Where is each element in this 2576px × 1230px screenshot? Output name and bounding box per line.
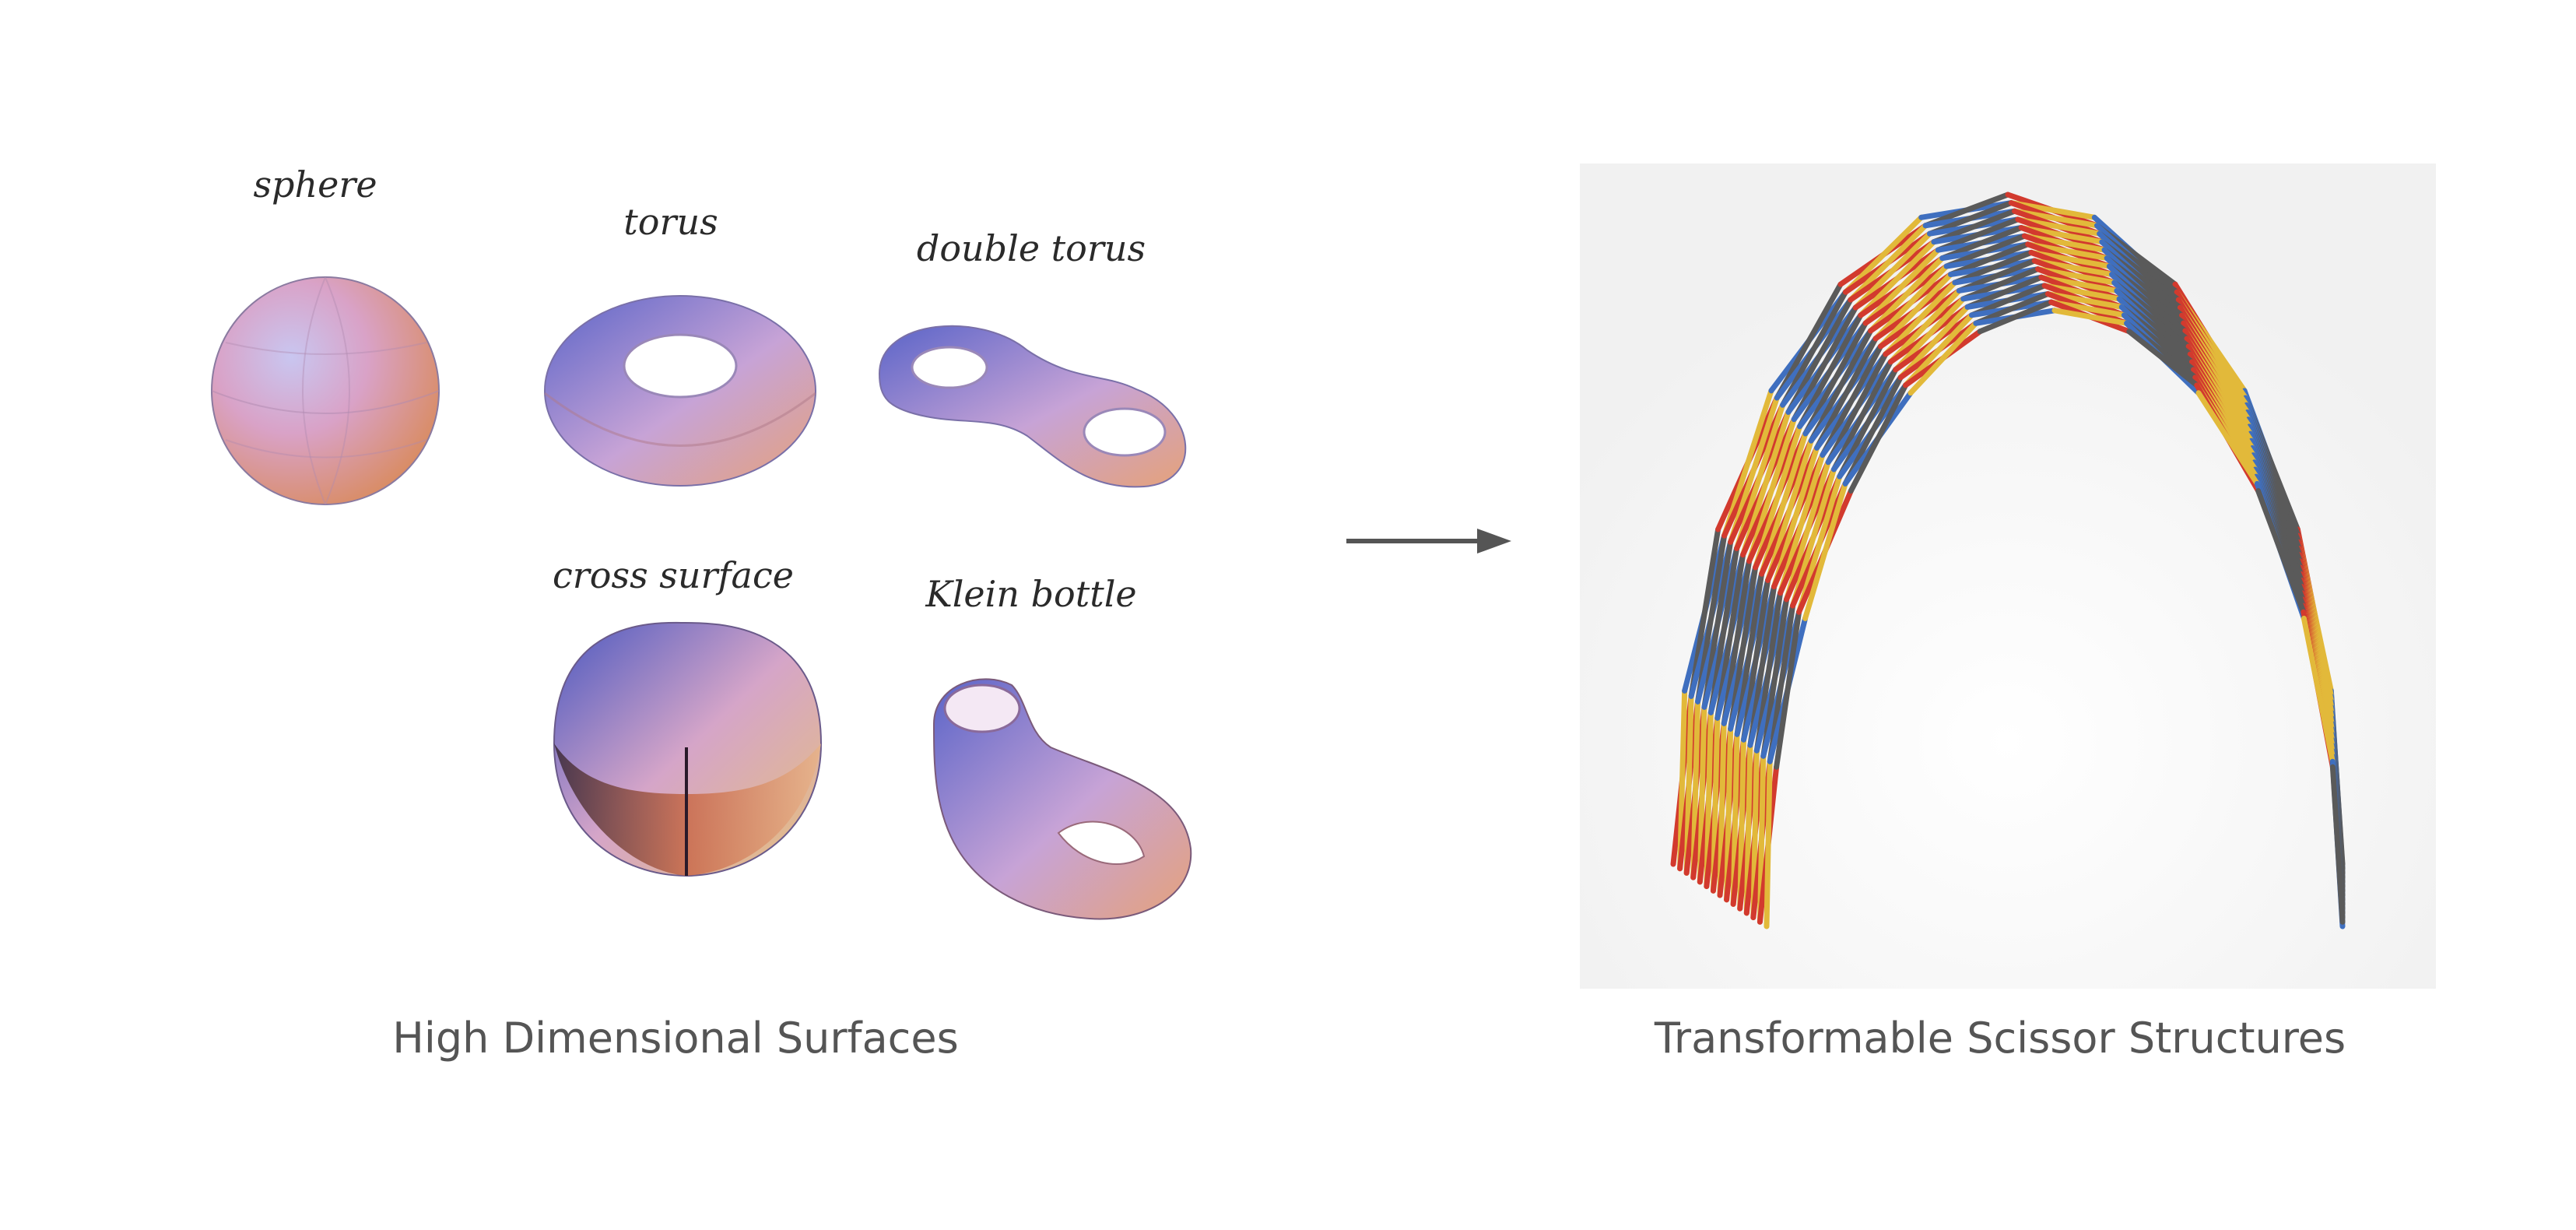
klein-bottle-shape <box>932 678 1192 920</box>
scissor-strut <box>1939 225 2024 262</box>
scissor-strut <box>1872 263 1950 342</box>
scissor-strut <box>1858 239 1937 318</box>
scissor-strut <box>1952 249 2034 286</box>
scissor-strut <box>1897 304 1971 381</box>
label-double-torus: double torus <box>916 227 1146 269</box>
label-cross-surface: cross surface <box>553 554 794 596</box>
scissor-strut <box>1935 216 2021 253</box>
scissor-strut <box>1931 208 2018 245</box>
scissor-strut <box>1956 258 2037 293</box>
scissor-strut <box>1868 255 1946 334</box>
scissor-structure-figure <box>1580 163 2436 989</box>
scissor-strut <box>1926 200 2014 237</box>
double-torus-shape <box>878 325 1187 488</box>
scissor-strut <box>1907 320 1979 396</box>
cross-surface-shape <box>553 621 823 877</box>
scissor-strut <box>1883 279 1958 357</box>
scissor-strut <box>1977 299 2055 335</box>
scissor-strut <box>1893 296 1967 373</box>
surfaces-figure <box>211 276 1192 920</box>
scissor-strut <box>1842 214 1925 295</box>
scissor-strut <box>1802 320 1869 437</box>
caption-transformable-scissor-structures: Transformable Scissor Structures <box>1654 1014 2346 1063</box>
scissor-strut <box>1808 328 1874 444</box>
scissor-strut <box>2301 615 2336 764</box>
torus-shape <box>544 295 816 487</box>
scissor-strut <box>1820 343 1883 459</box>
arrow-right-icon <box>1346 529 1511 554</box>
scissor-strut <box>1947 241 2031 278</box>
scissor-strut <box>1830 359 1893 473</box>
label-torus: torus <box>623 201 718 243</box>
scissor-strut <box>1903 312 1974 388</box>
scissor-strut <box>1877 272 1953 350</box>
scissor-strut <box>1813 336 1879 451</box>
scissor-strut <box>2195 390 2260 487</box>
scissor-strut <box>1785 297 1854 415</box>
scissor-strut <box>1922 192 2011 229</box>
scissor-strut <box>1842 374 1904 487</box>
scissor-strut <box>1774 609 1802 770</box>
scissor-strut <box>1852 230 1932 311</box>
scissor-strut <box>1825 351 1889 466</box>
label-sphere: sphere <box>253 163 377 206</box>
scissor-strut <box>2126 329 2200 388</box>
scissor-strut <box>1968 283 2048 318</box>
scissor-strut <box>1848 223 1928 303</box>
caption-high-dimensional-surfaces: High Dimensional Surfaces <box>392 1014 959 1063</box>
label-klein-bottle: Klein bottle <box>925 573 1137 615</box>
scissor-strut <box>2329 764 2346 925</box>
scissor-struts <box>1670 192 2346 930</box>
scissor-strut <box>1764 758 1773 930</box>
scissor-strut <box>1862 247 1941 326</box>
scissor-strut <box>1774 281 1844 401</box>
scissor-strut <box>2051 308 2130 326</box>
sphere-shape <box>211 276 440 505</box>
scissor-strut <box>1887 287 1962 365</box>
scissor-strut <box>1943 233 2027 269</box>
scissor-strut <box>2255 488 2307 615</box>
scissor-strut <box>1964 274 2044 310</box>
scissor-strut <box>1797 312 1864 430</box>
scissor-strut <box>1960 266 2041 302</box>
scissor-strut <box>1848 382 1909 494</box>
scissor-strut <box>1973 291 2051 326</box>
scissor-strut <box>1791 304 1858 423</box>
scissor-strut <box>1802 480 1848 621</box>
scissor-strut <box>1780 289 1848 408</box>
scissor-strut <box>1837 367 1899 480</box>
